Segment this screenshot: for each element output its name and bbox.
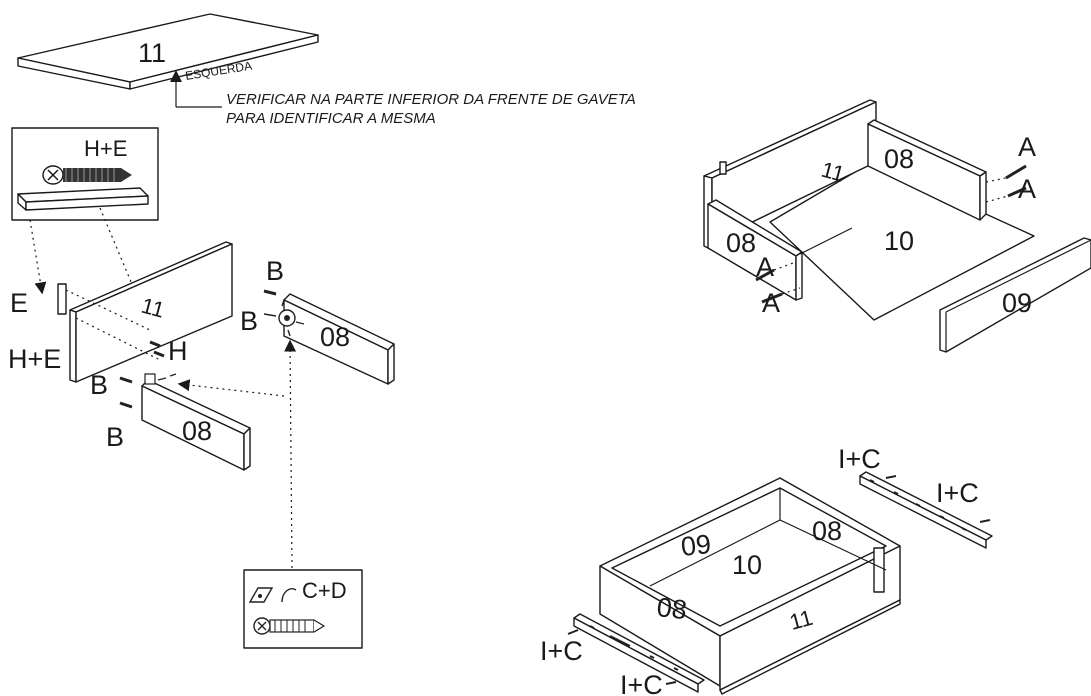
slide-rail-left [573, 613, 705, 693]
panel-08-assembly-right-label: 08 [884, 144, 914, 174]
label-a-1: A [1018, 132, 1036, 162]
drawer-10-label: 10 [732, 550, 762, 580]
panel-08-assembly-front-label: 08 [726, 228, 756, 258]
label-b-2: B [106, 422, 124, 452]
hardware-box-cd [243, 569, 363, 649]
label-h: H [168, 336, 188, 366]
slide-rail-right [859, 471, 993, 549]
label-b-4: B [240, 306, 258, 336]
label-he-left: H+E [8, 344, 61, 374]
note-line-2: PARA IDENTIFICAR A MESMA [226, 110, 436, 127]
panel-11-top-label: 11 [138, 38, 166, 68]
label-ic-2: I+C [936, 478, 979, 508]
dowel-icon [17, 187, 149, 211]
panel-08-left-lower-label: 08 [182, 416, 212, 446]
drawer-08-back-label: 08 [812, 516, 842, 546]
screw-icon [567, 475, 991, 685]
cam-bracket-icon [248, 587, 297, 603]
note-line-1: VERIFICAR NA PARTE INFERIOR DA FRENTE DE… [226, 91, 636, 108]
assembly-box-top-right [703, 99, 1035, 321]
up-arrow-icon [170, 70, 222, 108]
label-ic-3: I+C [540, 636, 583, 666]
panel-11-top [17, 13, 319, 90]
panel-10-assembly-label: 10 [884, 226, 914, 256]
label-ic-1: I+C [838, 444, 881, 474]
hardware-box-cd-label: C+D [302, 578, 347, 603]
panel-09-right [939, 237, 1091, 353]
label-a-4: A [762, 288, 780, 318]
screw-icon [149, 340, 165, 358]
panel-08-right-upper-label: 08 [320, 322, 350, 352]
label-e: E [10, 288, 28, 318]
dowel-icon [57, 283, 67, 315]
label-b-1: B [90, 370, 108, 400]
drawer-09-label: 09 [679, 529, 712, 562]
screw-icon [755, 164, 1027, 304]
drawer-08-front-label: 08 [655, 592, 688, 625]
panel-08-right-upper [283, 293, 395, 385]
cam-bracket-icon [263, 289, 305, 337]
screw-icon [253, 617, 326, 635]
panel-11-left [69, 241, 233, 383]
hardware-box-he-label: H+E [84, 136, 127, 161]
label-ic-4: I+C [620, 670, 663, 696]
label-a-2: A [1018, 174, 1036, 204]
screw-icon [42, 165, 132, 185]
panel-08-left-lower [141, 379, 251, 471]
screw-icon [119, 373, 177, 409]
label-b-3: B [266, 256, 284, 286]
label-a-3: A [756, 252, 774, 282]
panel-09-label: 09 [1002, 288, 1032, 318]
drawer-finished [599, 477, 901, 695]
